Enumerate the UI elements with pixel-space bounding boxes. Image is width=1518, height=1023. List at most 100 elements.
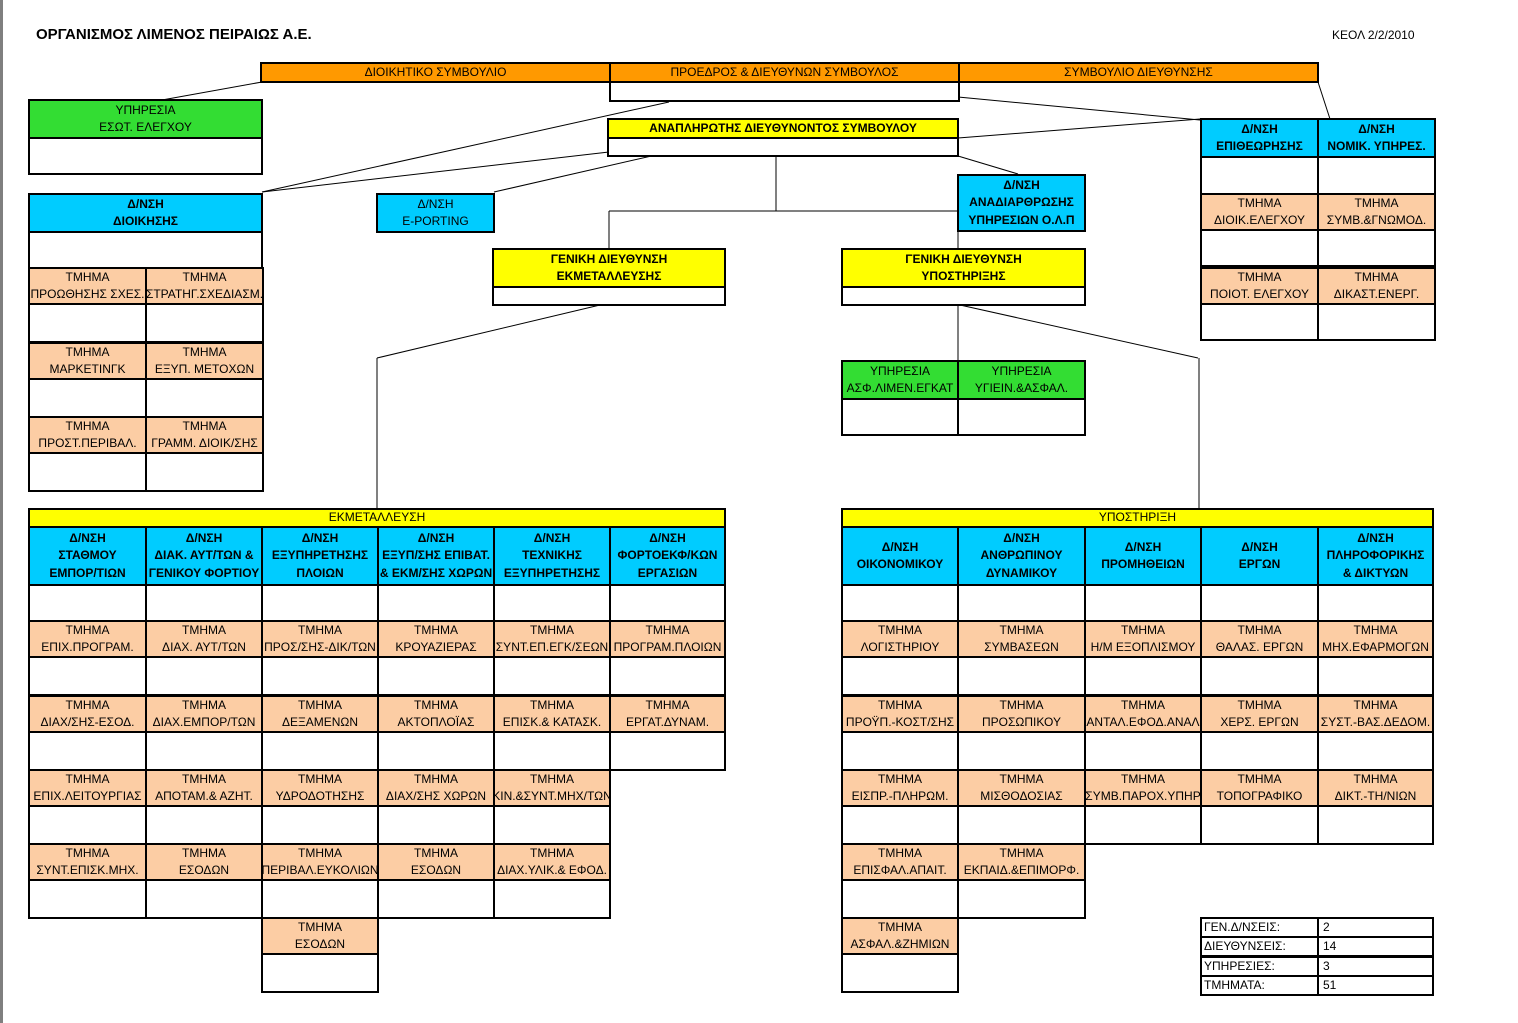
stats-label-1: ΓΕΝ.Δ/ΝΣΕΙΣ: — [1200, 917, 1319, 938]
right-dept-4-line-1: ΤΜΗΜΑ — [1354, 269, 1399, 284]
support-col1-dept-1-line-2: ΛΟΓΙΣΤΗΡΙΟΥ — [860, 640, 940, 654]
exploitation-col4-dept-1-blank — [377, 656, 495, 696]
right-dept-2-line-1: ΤΜΗΜΑ — [1354, 195, 1399, 210]
gd-support-blank — [841, 286, 1086, 306]
exploitation-col4-dept-2-line-2: ΑΚΤΟΠΛΟΪΑΣ — [397, 715, 475, 729]
exploitation-col2-dept-1-line-2: ΔΙΑΧ. ΑΥΤ/ΤΩΝ — [162, 640, 246, 654]
ceo-box-line-1: ΠΡΟΕΔΡΟΣ & ΔΙΕΥΘΥΝΩΝ ΣΥΜΒΟΥΛΟΣ — [670, 64, 899, 79]
support-col5-dept-1-line-1: ΤΜΗΜΑ — [1353, 622, 1398, 637]
admin-box-line-2: ΔΙΟΙΚΗΣΗΣ — [112, 214, 179, 228]
exploitation-col4-dept-3-line-2: ΔΙΑΧ/ΣΗΣ ΧΩΡΩΝ — [385, 789, 487, 803]
admin-dept-5-line-2: ΠΡΟΣΤ.ΠΕΡΙΒΑΛ. — [38, 436, 137, 450]
exploitation-col5-dept-2-line-1: ΤΜΗΜΑ — [530, 697, 574, 712]
exploitation-col6-dept-2-line-1: ΤΜΗΜΑ — [645, 697, 690, 712]
support-col4-dept-1-line-1: ΤΜΗΜΑ — [1237, 622, 1282, 637]
support-directorate-2-line-3: ΔΥΝΑΜΙΚΟΥ — [985, 565, 1058, 580]
support-col1-dept-1-blank — [841, 656, 959, 696]
support-col1-dept-4-blank — [841, 879, 959, 919]
support-col1-dept-2-line-1: ΤΜΗΜΑ — [878, 697, 922, 712]
exploitation-col2-dept-2-line-2: ΔΙΑΧ.ΕΜΠΟΡ/ΤΩΝ — [152, 715, 256, 729]
admin-dept-4-line-2: ΕΞΥΠ. ΜΕΤΟΧΩΝ — [154, 362, 255, 376]
admin-blank — [28, 231, 263, 269]
support-service-2-blank — [957, 398, 1086, 436]
exploitation-col1-dept-2-line-2: ΔΙΑΧ/ΣΗΣ-ΕΣΟΔ. — [40, 715, 135, 729]
support-col5-dept-3-line-2: ΔΙΚΤ.-ΤΗ/ΝΙΩΝ — [1334, 789, 1417, 803]
support-service-2-line-1: ΥΠΗΡΕΣΙΑ — [991, 363, 1052, 378]
exploitation-col6-dept-1-line-2: ΠΡΟΓΡΑΜ.ΠΛΟΙΩΝ — [613, 640, 722, 654]
admin-dept-6-blank — [145, 452, 264, 492]
board-box-line-1: ΔΙΟΙΚΗΤΙΚΟ ΣΥΜΒΟΥΛΙΟ — [364, 64, 507, 79]
support-col1-dept-1: ΤΜΗΜΑ ΛΟΓΙΣΤΗΡΙΟΥ — [841, 620, 959, 658]
support-col2-dept-1-blank — [957, 656, 1086, 696]
exploitation-col5-dept-2-blank — [493, 731, 611, 771]
support-banner-line-1: ΥΠΟΣΤΗΡΙΞΗ — [1098, 510, 1177, 525]
admin-dept-1-line-1: ΤΜΗΜΑ — [65, 269, 110, 284]
exploitation-col1-dept-2-line-1: ΤΜΗΜΑ — [65, 697, 110, 712]
support-col1-dept-1-line-1: ΤΜΗΜΑ — [878, 622, 922, 637]
exploitation-directorate-4-line-2: ΕΞΥΠ/ΣΗΣ ΕΠΙΒΑΤ. — [382, 548, 490, 563]
support-directorate-4-blank — [1200, 584, 1319, 622]
admin-dept-1-line-2: ΠΡΟΩΘΗΣΗΣ ΣΧΕΣ. — [30, 287, 145, 301]
right-dept-3-line-1: ΤΜΗΜΑ — [1237, 269, 1282, 284]
exploitation-col1-dept-4-line-2: ΣΥΝΤ.ΕΠΙΣΚ.ΜΗΧ. — [36, 863, 139, 877]
board-box: ΔΙΟΙΚΗΤΙΚΟ ΣΥΜΒΟΥΛΙΟ — [260, 62, 611, 83]
right-dept-1-blank — [1200, 229, 1319, 267]
support-col1-dept-5-line-2: ΑΣΦΑΛ.&ΖΗΜΙΩΝ — [850, 937, 950, 951]
exploitation-col3-dept-3-line-2: ΥΔΡΟΔΟΤΗΣΗΣ — [275, 789, 365, 803]
support-col1-dept-2-blank — [841, 731, 959, 771]
support-directorate-1-line-1: Δ/ΝΣΗ — [881, 539, 919, 554]
exploitation-directorate-5-line-1: Δ/ΝΣΗ — [533, 530, 571, 545]
gd-exploitation-blank — [492, 286, 726, 306]
right-dept-1-line-1: ΤΜΗΜΑ — [1237, 195, 1282, 210]
support-col3-dept-1-blank — [1084, 656, 1202, 696]
support-col2-dept-3-blank — [957, 805, 1086, 845]
support-col2-dept-2-blank — [957, 731, 1086, 771]
support-service-2-line-2: ΥΓΙΕΙΝ.&ΑΣΦΑΛ. — [974, 381, 1069, 395]
exploitation-directorate-5-line-2: ΤΕΧΝΙΚΗΣ — [522, 548, 582, 563]
exploitation-col2-dept-4-line-2: ΕΣΟΔΩΝ — [178, 863, 230, 877]
exploitation-col2-dept-2-line-1: ΤΜΗΜΑ — [182, 697, 226, 712]
gd-exploitation-box-line-1: ΓΕΝΙΚΗ ΔΙΕΥΘΥΝΣΗ — [550, 251, 668, 266]
admin-dept-2-line-1: ΤΜΗΜΑ — [182, 269, 227, 284]
restructuring-box-line-3: ΥΠΗΡΕΣΙΩΝ Ο.Λ.Π — [968, 212, 1075, 227]
right-dept-4-line-2: ΔΙΚΑΣΤ.ΕΝΕΡΓ. — [1333, 287, 1420, 301]
exploitation-col3-dept-5-line-2: ΕΣΟΔΩΝ — [294, 937, 346, 951]
ceo-box: ΠΡΟΕΔΡΟΣ & ΔΙΕΥΘΥΝΩΝ ΣΥΜΒΟΥΛΟΣ — [609, 62, 960, 83]
right-dept-2: ΤΜΗΜΑ ΣΥΜΒ.&ΓΝΩΜΟΔ. — [1317, 193, 1436, 231]
right-dept-2-line-2: ΣΥΜΒ.&ΓΝΩΜΟΔ. — [1326, 213, 1427, 227]
exploitation-col3-dept-2-line-1: ΤΜΗΜΑ — [298, 697, 342, 712]
support-col3-dept-3-line-2: ΣΥΜΒ.ΠΑΡΟΧ.ΥΠΗΡ — [1085, 789, 1201, 803]
right-dept-3-blank — [1200, 303, 1319, 341]
stats-value-4-line-1: 51 — [1323, 977, 1337, 992]
exploitation-col4-dept-4-line-2: ΕΣΟΔΩΝ — [410, 863, 462, 877]
exploitation-col5-dept-3-blank — [493, 805, 611, 845]
exploitation-col2-dept-4-line-1: ΤΜΗΜΑ — [182, 845, 226, 860]
exploitation-directorate-2-line-3: ΓΕΝΙΚΟΥ ΦΟΡΤΙΟΥ — [148, 565, 260, 580]
exploitation-directorate-4-line-3: & ΕΚΜ/ΣΗΣ ΧΩΡΩΝ — [379, 565, 493, 580]
support-directorate-2-line-2: ΑΝΘΡΩΠΙΝΟΥ — [980, 548, 1063, 563]
support-col2-dept-1-line-1: ΤΜΗΜΑ — [999, 622, 1044, 637]
stats-label-3-line-1: ΥΠΗΡΕΣΙΕΣ: — [1204, 958, 1275, 973]
exploitation-col5-dept-1-blank — [493, 656, 611, 696]
support-service-1-blank — [841, 398, 959, 436]
audit-box-line-1: ΥΠΗΡΕΣΙΑ — [115, 102, 176, 117]
